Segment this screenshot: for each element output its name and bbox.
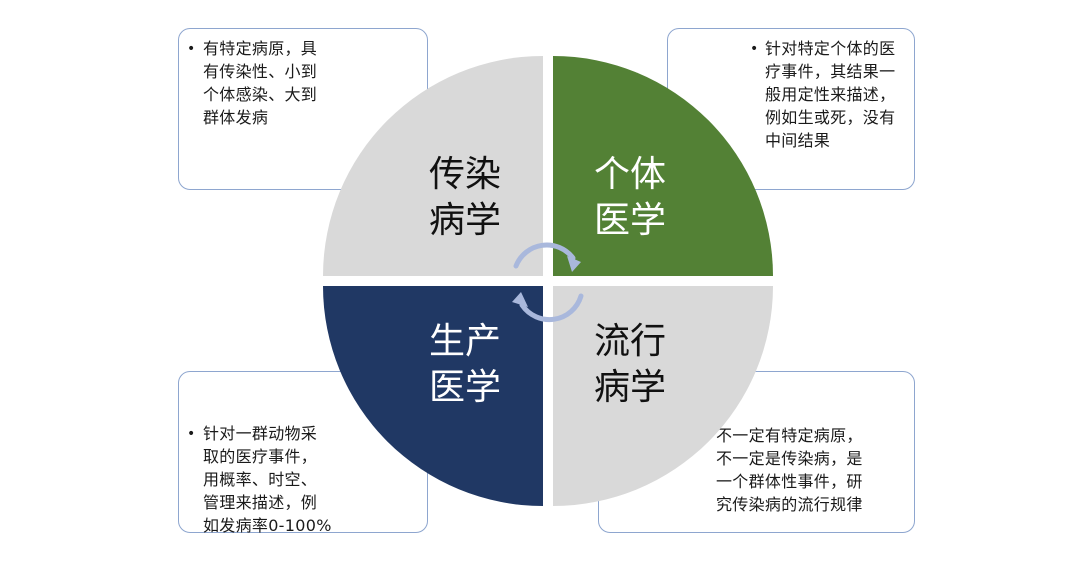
- label-production-medicine-line1: 生产: [429, 321, 501, 362]
- label-production-medicine-line2: 医学: [429, 367, 501, 408]
- arrowhead-icon: [512, 292, 528, 307]
- label-individual-medicine-line1: 个体: [594, 154, 666, 195]
- label-infectious-disease-line2: 病学: [429, 200, 501, 241]
- note-text-production-medicine: 针对一群动物采 取的医疗事件， 用概率、时空、 管理来描述，例 如发病率0-10…: [203, 424, 332, 535]
- circular-arrows-icon: [513, 242, 584, 323]
- quadrant-production-medicine: [323, 286, 543, 506]
- arrowhead-icon: [567, 256, 581, 272]
- note-box-individual-medicine: • 针对特定个体的医 疗事件，其结果一 般用定性来描述， 例如生或死，没有 中间…: [667, 28, 915, 190]
- label-epidemiology-line1: 流行: [594, 321, 666, 362]
- note-text-epidemiology: 不一定有特定病原， 不一定是传染病，是 一个群体性事件，研 究传染病的流行规律: [716, 426, 863, 514]
- label-individual-medicine-line2: 医学: [594, 200, 666, 241]
- bullet-dot-icon: •: [187, 41, 196, 57]
- label-epidemiology-line2: 病学: [594, 367, 666, 408]
- bullet-dot-icon: •: [750, 41, 759, 57]
- note-box-infectious-disease: • 有特定病原，具 有传染性、小到 个体感染、大到 群体发病: [178, 28, 428, 190]
- note-text-individual-medicine: 针对特定个体的医 疗事件，其结果一 般用定性来描述， 例如生或死，没有 中间结果: [765, 39, 896, 150]
- bullet-dot-icon: •: [187, 426, 196, 442]
- note-text-infectious-disease: 有特定病原，具 有传染性、小到 个体感染、大到 群体发病: [203, 39, 318, 127]
- quadrant-epidemiology: [553, 286, 773, 506]
- label-infectious-disease-line1: 传染: [429, 154, 501, 195]
- quadrant-infectious-disease: [323, 56, 543, 276]
- quadrant-individual-medicine: [553, 56, 773, 276]
